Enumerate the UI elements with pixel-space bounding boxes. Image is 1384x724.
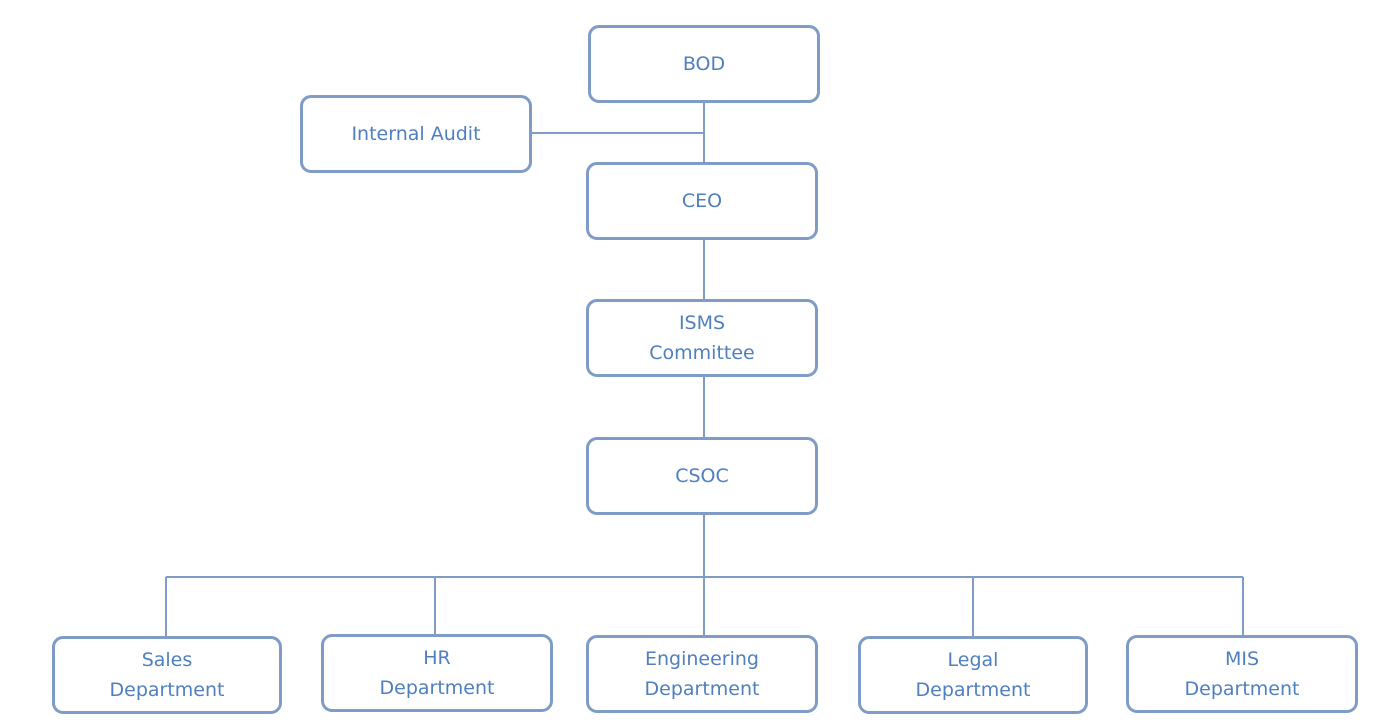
node-isms-committee: ISMS Committee: [586, 299, 818, 377]
node-legal-department-label: Legal Department: [915, 649, 1031, 701]
node-ceo: CEO: [586, 162, 818, 240]
node-bod-label: BOD: [682, 53, 726, 75]
node-legal-department: Legal Department: [858, 636, 1088, 714]
node-mis-department: MIS Department: [1126, 635, 1358, 713]
node-csoc-label: CSOC: [675, 465, 729, 487]
node-engineering-department: Engineering Department: [586, 635, 818, 713]
node-ceo-label: CEO: [681, 190, 723, 212]
node-csoc: CSOC: [586, 437, 818, 515]
node-engineering-department-label: Engineering Department: [644, 648, 760, 700]
node-internal-audit: Internal Audit: [300, 95, 532, 173]
node-bod: BOD: [588, 25, 820, 103]
node-mis-department-label: MIS Department: [1184, 648, 1300, 700]
node-internal-audit-label: Internal Audit: [351, 123, 481, 145]
node-hr-department-label: HR Department: [379, 647, 495, 699]
node-sales-department-label: Sales Department: [109, 649, 225, 701]
node-hr-department: HR Department: [321, 634, 553, 712]
node-sales-department: Sales Department: [52, 636, 282, 714]
node-isms-committee-label: ISMS Committee: [649, 312, 755, 364]
